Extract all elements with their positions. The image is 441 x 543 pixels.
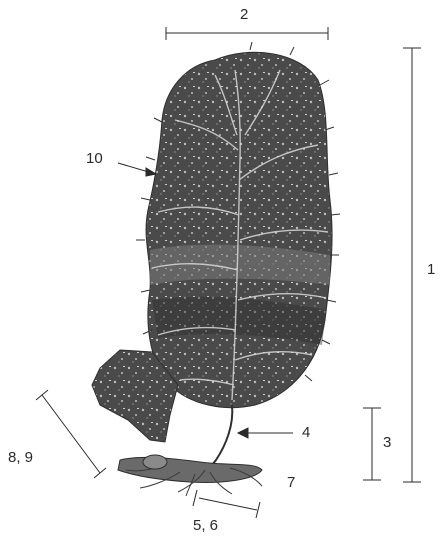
label-2: 2 bbox=[240, 7, 248, 22]
label-3: 3 bbox=[383, 435, 391, 450]
dimension-line-2 bbox=[166, 27, 328, 40]
label-10: 10 bbox=[86, 151, 103, 166]
petiole bbox=[205, 405, 232, 472]
pointer-arrow-4 bbox=[238, 428, 293, 438]
dimension-line-8-9 bbox=[36, 390, 106, 478]
dimension-line-5-6 bbox=[193, 490, 260, 518]
label-1: 1 bbox=[427, 262, 435, 277]
label-4: 4 bbox=[302, 425, 310, 440]
dimension-line-1 bbox=[403, 48, 421, 482]
label-5-6: 5, 6 bbox=[193, 518, 218, 533]
label-7: 7 bbox=[287, 475, 295, 490]
dimension-line-3 bbox=[363, 408, 381, 480]
root-base bbox=[118, 455, 262, 496]
pointer-arrow-10 bbox=[118, 163, 156, 176]
label-8-9: 8, 9 bbox=[8, 450, 33, 465]
